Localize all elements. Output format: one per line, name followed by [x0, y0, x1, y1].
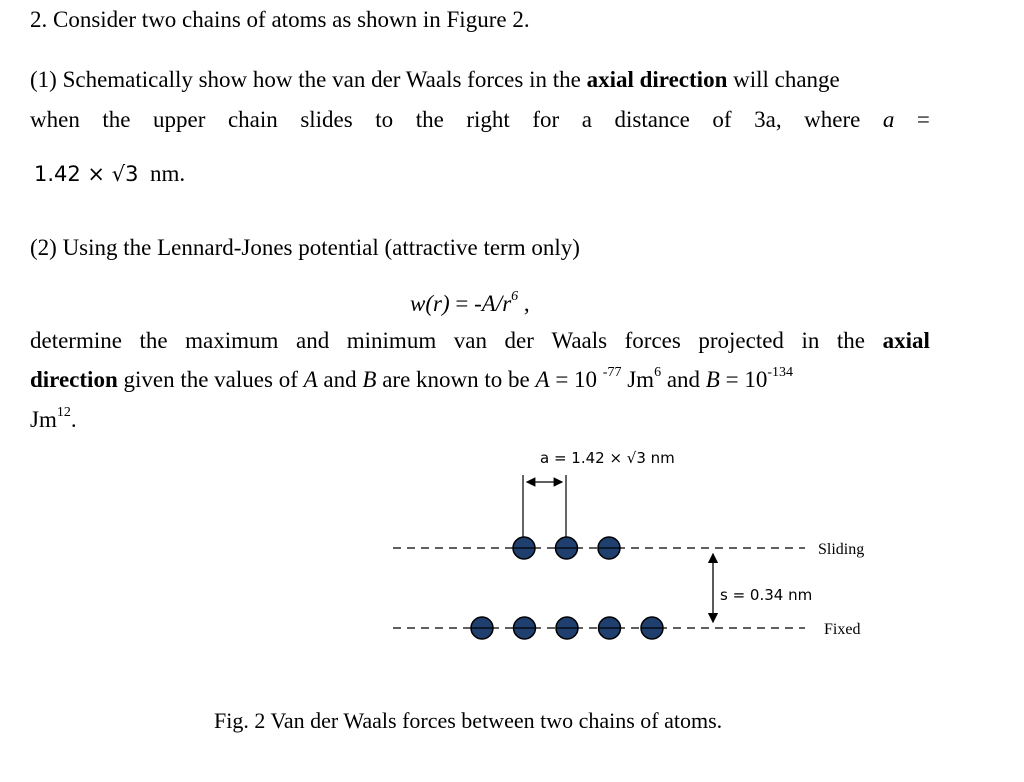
part2-line5: Jm12. — [30, 405, 77, 432]
axial-direction-bold: axial direction — [586, 67, 728, 92]
word: Waals — [551, 328, 608, 353]
part1-line3: 1.42 × √3 nm. — [34, 161, 186, 186]
word: distance — [614, 107, 690, 132]
word: when — [30, 107, 80, 132]
separation-label: s = 0.34 nm — [720, 586, 812, 604]
word: the — [836, 328, 866, 353]
word-where: where — [804, 107, 861, 132]
word: der — [504, 328, 534, 353]
word: chain — [227, 107, 278, 132]
lattice-constant-label: a = 1.42 × √3 nm — [540, 449, 675, 467]
lower-atom — [597, 616, 622, 640]
word: of — [712, 107, 732, 132]
word: maximum — [185, 328, 279, 353]
distance-3a: 3a, — [754, 107, 782, 132]
word: the — [415, 107, 444, 132]
lower-chain-atoms — [470, 616, 664, 640]
word: the — [102, 107, 131, 132]
word: for — [532, 107, 560, 132]
word: slides — [300, 107, 353, 132]
word: minimum — [346, 328, 437, 353]
word: the — [139, 328, 168, 353]
word: right — [466, 107, 510, 132]
question-heading: 2. Consider two chains of atoms as shown… — [30, 7, 530, 32]
word: in — [801, 328, 820, 353]
fixed-label: Fixed — [824, 621, 860, 638]
word: a — [581, 107, 592, 132]
word: projected — [698, 328, 784, 353]
lower-atom — [555, 616, 579, 640]
word: and — [296, 328, 330, 353]
sliding-label: Sliding — [818, 541, 864, 558]
lower-atom — [470, 616, 494, 640]
lower-atom — [640, 616, 664, 640]
word: forces — [624, 328, 681, 353]
word: upper — [153, 107, 206, 132]
lower-atom — [512, 616, 537, 640]
axial-bold: axial — [882, 328, 930, 353]
equals-sign: = — [916, 107, 930, 132]
symbol-a: a — [882, 107, 895, 132]
upper-chain-atoms — [512, 536, 621, 560]
upper-atom — [512, 536, 536, 560]
part2-line1: (2) Using the Lennard-Jones potential (a… — [30, 235, 580, 260]
upper-atom — [554, 536, 579, 560]
lennard-jones-formula: w(r) = -A/r6 , — [410, 289, 530, 316]
word: to — [375, 107, 394, 132]
upper-atom — [597, 536, 621, 560]
part1-line1: (1) Schematically show how the van der W… — [30, 67, 840, 92]
word: determine — [30, 328, 122, 353]
word: van — [453, 328, 487, 353]
part2-line4: direction given the values of A and B ar… — [30, 365, 793, 392]
figure-caption: Fig. 2 Van der Waals forces between two … — [214, 708, 723, 733]
